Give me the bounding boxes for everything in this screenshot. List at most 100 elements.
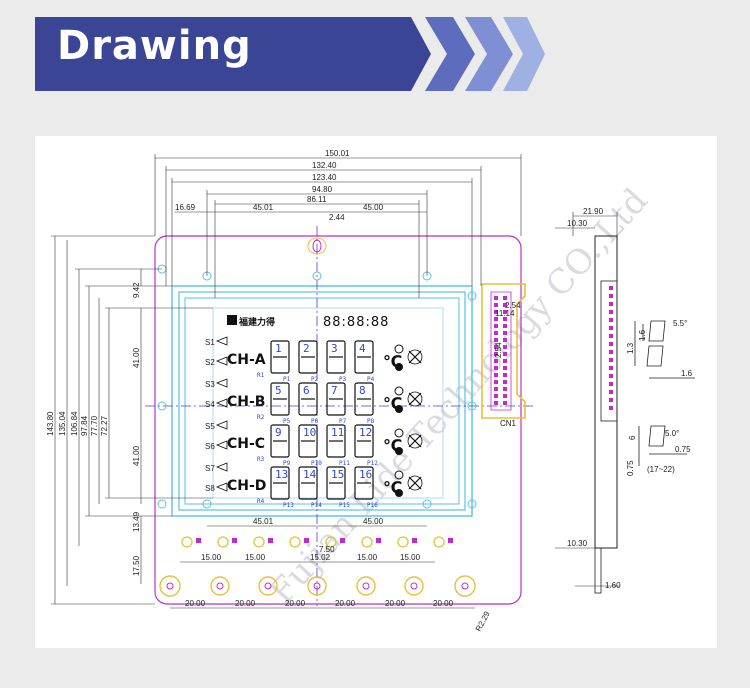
- bottom-pads: [159, 575, 476, 597]
- fan-icon: [394, 470, 404, 480]
- r-label: R3: [257, 456, 265, 463]
- led-pad-marker: [304, 538, 309, 543]
- triangle-icon: [215, 398, 228, 408]
- fan-icon: [394, 428, 404, 438]
- p-label: P6: [311, 418, 319, 425]
- dim-bottom-b1: 20.00: [185, 599, 206, 608]
- mount-pad-hole: [410, 582, 418, 590]
- led-pad-marker: [412, 538, 417, 543]
- connector-pin: [503, 380, 507, 384]
- dim-left-6: 72.27: [100, 415, 109, 436]
- mount-pad-hole: [362, 582, 370, 590]
- connector-pin: [503, 345, 507, 349]
- mount-pad: [404, 576, 424, 596]
- detail-view-bottom: [638, 425, 687, 466]
- dim-top-9: 2.44: [329, 213, 345, 222]
- dim-bottom-radius: R2.29: [474, 609, 492, 633]
- p-label: P2: [311, 376, 319, 383]
- triangle-icon: [215, 336, 228, 346]
- led-pad: [181, 536, 193, 548]
- fan-icon: [394, 344, 404, 354]
- dim-bottom-small: 7.50: [319, 545, 335, 554]
- p-label: P3: [339, 376, 347, 383]
- connector-pin: [503, 387, 507, 391]
- connector-pin: [503, 352, 507, 356]
- connector-pin: [503, 303, 507, 307]
- dim-bottom-b6: 20.00: [433, 599, 454, 608]
- dim-bottom-p1: 15.00: [201, 553, 222, 562]
- dim-bottom-b3: 20.00: [285, 599, 306, 608]
- mount-pad-hole: [166, 582, 174, 590]
- led-pad: [217, 536, 229, 548]
- status-dot-icon: [395, 489, 403, 497]
- led-pad: [397, 536, 409, 548]
- p-label: P8: [367, 418, 375, 425]
- dim-connector-c2: 11.14: [495, 309, 515, 318]
- dim-detail-8: 0.75: [675, 445, 691, 454]
- dim-side-width: 21.90: [583, 207, 604, 216]
- connector-cn1: CN1 2.54 11.14 2.54: [481, 283, 526, 428]
- mount-pad: [258, 576, 278, 596]
- mount-pad-hole: [461, 582, 469, 590]
- connector-pin: [503, 359, 507, 363]
- triangle-icon: [215, 440, 228, 450]
- dim-top-3: 123.40: [312, 173, 337, 182]
- dim-left-4: 97.84: [80, 415, 89, 436]
- dim-bottom-s1: 45.01: [253, 517, 274, 526]
- mount-pad: [159, 575, 181, 597]
- dim-top-5: 86.11: [307, 195, 327, 204]
- s-label: S8: [205, 484, 215, 493]
- led-pad-marker: [196, 538, 201, 543]
- p-label: P5: [283, 418, 291, 425]
- alarm-ring: [407, 391, 423, 407]
- connector-pin: [503, 331, 507, 335]
- s-label: S4: [205, 400, 215, 409]
- side-pin: [609, 334, 613, 338]
- seven-seg-digit: [298, 424, 318, 458]
- connector-pin: [494, 345, 498, 349]
- seven-seg-digit: [354, 382, 374, 416]
- seven-seg-digit: [298, 466, 318, 500]
- led-pad-marker: [232, 538, 237, 543]
- triangle-icon: [215, 356, 228, 366]
- side-pin: [609, 390, 613, 394]
- header-banner: [35, 17, 545, 91]
- dim-connector-c1: 2.54: [505, 301, 521, 310]
- lcd-viewing-area: [212, 307, 444, 499]
- lcd-brand: 福建力得: [238, 316, 275, 328]
- seven-seg-digit: [298, 382, 318, 416]
- digit-number: 14: [303, 468, 317, 481]
- connector-pin: [494, 352, 498, 356]
- seven-seg-digit: [326, 424, 346, 458]
- dim-bottom-p5: 15.00: [400, 553, 421, 562]
- dim-left-2: 135.04: [58, 411, 67, 436]
- digit-number: 8: [359, 384, 366, 397]
- dim-detail-7: 0.75: [626, 460, 635, 476]
- lcd-frame-outer: [171, 285, 473, 517]
- mount-pad: [307, 576, 327, 596]
- seven-seg-digit: [354, 424, 374, 458]
- dim-detail-6: 6: [628, 435, 637, 440]
- dim-left-8: 41.00: [132, 347, 141, 368]
- digit-number: 12: [359, 426, 372, 439]
- dim-bottom-b5: 20.00: [385, 599, 406, 608]
- dim-bottom-p2: 15.00: [245, 553, 266, 562]
- led-pad: [361, 536, 373, 548]
- dim-bottom-b2: 20.00: [235, 599, 256, 608]
- digit-number: 7: [331, 384, 338, 397]
- p-label: P13: [283, 502, 294, 509]
- dim-left-9: 41.00: [132, 445, 141, 466]
- connector-pin: [494, 310, 498, 314]
- dim-top-4: 94.80: [312, 185, 333, 194]
- seven-seg-digit: [270, 340, 290, 374]
- digit-number: 13: [275, 468, 288, 481]
- dim-detail-5: 5.0°: [665, 429, 679, 438]
- led-pad: [433, 536, 445, 548]
- digit-number: 3: [331, 342, 338, 355]
- connector-pin: [503, 394, 507, 398]
- digit-number: 4: [359, 342, 366, 355]
- pcb-outline: [154, 235, 522, 605]
- connector-pin: [494, 366, 498, 370]
